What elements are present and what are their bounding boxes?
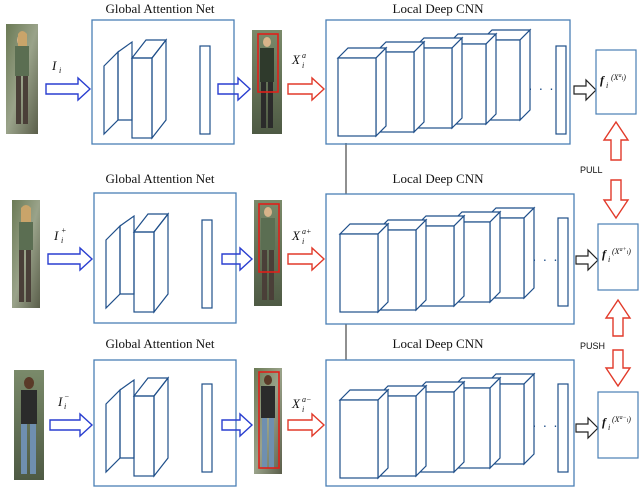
mid-sub-row-1: i xyxy=(302,61,304,70)
feature-box-row-3 xyxy=(597,391,639,459)
attention-net-box-row-2 xyxy=(93,192,237,324)
attention-title-row-2: Global Attention Net xyxy=(105,171,214,186)
feature-box-row-2 xyxy=(597,223,639,291)
input-sub-row-3: i xyxy=(64,402,66,411)
attention-net-box-row-1 xyxy=(91,19,235,145)
mid-label-row-3: X xyxy=(291,396,301,411)
input-sub-row-2: i xyxy=(61,236,63,245)
cnn-box-row-2 xyxy=(325,193,575,325)
mid-arrow-row-1 xyxy=(287,76,326,102)
out-arrow-row-1 xyxy=(573,78,597,102)
feat-label-row-1: f xyxy=(600,73,605,87)
input-label-row-3: I xyxy=(57,394,63,409)
attention-out-arrow-row-2 xyxy=(221,246,254,272)
row-negative: Global Attention Net Local Deep CNN I − … xyxy=(14,336,639,487)
attention-layers-row-1 xyxy=(103,38,211,140)
attention-title-row-1: Global Attention Net xyxy=(105,1,214,16)
attention-out-arrow-row-1 xyxy=(217,76,252,102)
attention-net-box-row-3 xyxy=(93,359,237,487)
mid-arrow-row-2 xyxy=(287,246,326,272)
ellipsis-row-3: · · · xyxy=(532,417,559,433)
feat-sub-row-2: i xyxy=(608,255,610,264)
cnn-box-row-3 xyxy=(325,359,575,487)
feat-label-row-3: f xyxy=(602,415,607,429)
ellipsis-row-1: · · · xyxy=(528,80,555,96)
mid-arrow-row-3 xyxy=(287,412,326,438)
attention-layers-row-2 xyxy=(105,212,213,314)
ellipsis-row-2: · · · xyxy=(532,251,559,267)
attention-title-row-3: Global Attention Net xyxy=(105,336,214,351)
mid-label-row-1: X xyxy=(291,52,301,67)
mid-sup-row-3: a− xyxy=(302,395,311,404)
attention-layers-row-3 xyxy=(105,376,213,478)
cnn-layers-row-2 xyxy=(338,206,536,314)
mid-sup-row-1: a xyxy=(302,51,306,60)
feat-label-row-2: f xyxy=(602,247,607,261)
attended-photo-negative xyxy=(254,368,282,474)
attended-photo-anchor xyxy=(252,30,282,134)
mid-sup-row-2: a+ xyxy=(302,227,311,236)
mid-sub-row-3: i xyxy=(302,405,304,414)
input-photo-anchor xyxy=(6,24,38,134)
input-photo-positive xyxy=(12,200,40,308)
cnn-title-row-1: Local Deep CNN xyxy=(393,1,485,16)
input-arrow-row-3 xyxy=(49,412,94,438)
input-label-row-1: I xyxy=(51,58,57,73)
cnn-layers-row-1 xyxy=(336,28,532,138)
out-arrow-row-3 xyxy=(575,416,599,440)
pull-arrow xyxy=(602,120,630,220)
cnn-title-row-3: Local Deep CNN xyxy=(393,336,485,351)
cnn-title-row-2: Local Deep CNN xyxy=(393,171,485,186)
push-arrow xyxy=(604,298,632,388)
feat-arg-row-3: (Xa−i) xyxy=(612,415,631,424)
feat-sub-row-3: i xyxy=(608,423,610,432)
fc-layer-row-2 xyxy=(557,217,569,307)
fc-layer-row-1 xyxy=(555,45,567,135)
input-label-row-2: I xyxy=(53,228,59,243)
input-photo-negative xyxy=(14,370,44,480)
out-arrow-row-2 xyxy=(575,248,599,272)
feat-sub-row-1: i xyxy=(606,81,608,90)
fc-layer-row-3 xyxy=(557,383,569,473)
row-positive: Global Attention Net Local Deep CNN I + … xyxy=(12,171,639,325)
input-arrow-row-1 xyxy=(45,76,92,102)
input-sup-row-2: + xyxy=(61,226,66,235)
feature-box-row-1 xyxy=(595,49,637,115)
mid-sub-row-2: i xyxy=(302,237,304,246)
attention-out-arrow-row-3 xyxy=(221,412,254,438)
input-sup-row-3: − xyxy=(64,392,69,401)
attended-photo-positive xyxy=(254,200,282,306)
input-sub-row-1: i xyxy=(59,66,61,75)
cnn-box-row-1 xyxy=(325,19,571,145)
input-arrow-row-2 xyxy=(47,246,94,272)
feat-arg-row-2: (Xa+i) xyxy=(612,247,631,256)
push-label: PUSH xyxy=(580,341,605,351)
feat-arg-row-1: (Xai) xyxy=(611,73,626,82)
cnn-layers-row-3 xyxy=(338,372,536,480)
pull-label: PULL xyxy=(580,165,603,175)
row-anchor: Global Attention Net Local Deep CNN I i xyxy=(6,1,637,145)
mid-label-row-2: X xyxy=(291,228,301,243)
